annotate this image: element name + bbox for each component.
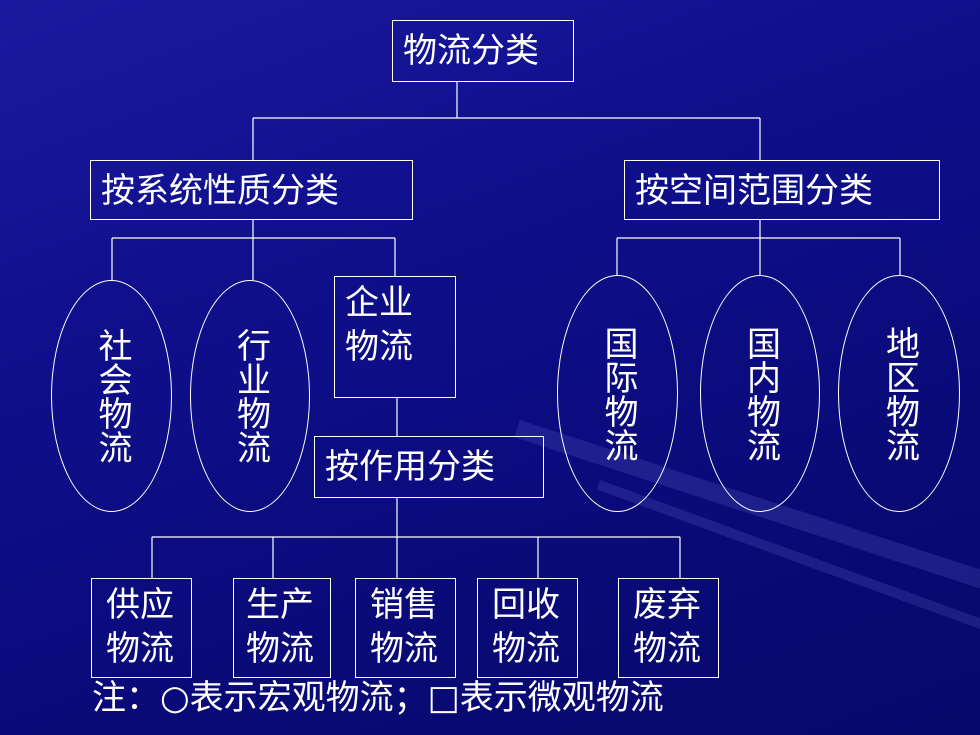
enterprise-logistics-label: 企业物流 <box>345 283 413 367</box>
root-label: 物流分类 <box>403 31 539 71</box>
social-logistics-oval: 社会物流 <box>51 280 172 512</box>
enterprise-logistics-node: 企业物流 <box>334 276 456 398</box>
recycle-logistics-node: 回收物流 <box>477 578 578 678</box>
root-node: 物流分类 <box>392 20 574 82</box>
system-category-label: 按系统性质分类 <box>101 171 339 211</box>
international-logistics-oval: 国际物流 <box>557 275 678 512</box>
supply-logistics-label: 供应物流 <box>106 585 174 669</box>
function-category-label: 按作用分类 <box>325 447 495 487</box>
space-category-label: 按空间范围分类 <box>635 171 873 211</box>
regional-logistics-oval: 地区物流 <box>838 275 960 512</box>
domestic-logistics-label: 国内物流 <box>740 325 781 462</box>
supply-logistics-node: 供应物流 <box>91 578 192 678</box>
space-category-node: 按空间范围分类 <box>624 160 940 220</box>
regional-logistics-label: 地区物流 <box>879 325 920 462</box>
domestic-logistics-oval: 国内物流 <box>700 275 820 512</box>
function-category-node: 按作用分类 <box>314 436 544 498</box>
production-logistics-label: 生产物流 <box>246 585 314 669</box>
industry-logistics-oval: 行业物流 <box>190 280 310 512</box>
sales-logistics-node: 销售物流 <box>355 578 456 678</box>
recycle-logistics-label: 回收物流 <box>492 585 560 669</box>
production-logistics-node: 生产物流 <box>233 578 331 678</box>
waste-logistics-node: 废弃物流 <box>618 578 719 678</box>
waste-logistics-label: 废弃物流 <box>633 585 701 669</box>
sales-logistics-label: 销售物流 <box>370 585 438 669</box>
legend-note: 注：○表示宏观物流；□表示微观物流 <box>92 678 664 718</box>
system-category-node: 按系统性质分类 <box>90 160 413 220</box>
industry-logistics-label: 行业物流 <box>230 328 271 464</box>
international-logistics-label: 国际物流 <box>598 325 638 462</box>
social-logistics-label: 社会物流 <box>92 328 132 464</box>
